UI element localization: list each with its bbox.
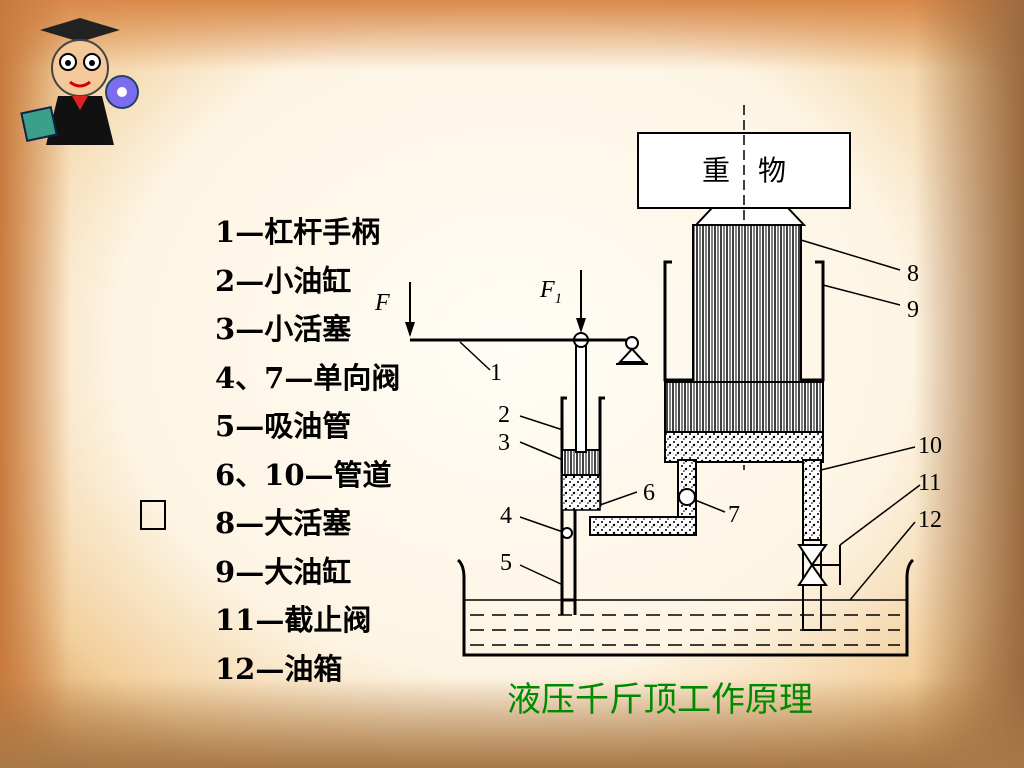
part-label: 4 [500,503,512,529]
part-label: 12 [918,507,942,533]
check-valve-7 [678,488,696,506]
oil-tank [456,558,915,657]
part-label: 9 [907,297,919,323]
legend-item: 6、10—管道 [215,457,392,492]
background-top-decoration [0,0,1024,70]
small-piston [561,449,601,476]
check-valve-4 [561,527,573,539]
background-right-decoration [914,0,1024,768]
legend-item: 8—大活塞 [215,506,352,540]
force-label-f: F [374,290,390,316]
legend-item: 4、7—单向阀 [215,360,401,395]
part-label: 10 [918,433,942,459]
part-label: 3 [498,430,510,456]
background-bottom-decoration [0,678,1024,768]
legend-item: 5—吸油管 [215,409,352,443]
legend-item: 12—油箱 [215,651,343,686]
part-label: 5 [500,550,512,576]
legend-item: 3—小活塞 [215,312,352,346]
bullet-box [140,500,166,530]
part-label: 8 [907,261,919,287]
part-label: 1 [490,360,502,386]
legend-item: 2—小油缸 [215,263,352,298]
teacher-mascot-icon [20,18,139,145]
large-piston [692,224,802,383]
legend-item: 9—大油缸 [215,554,352,589]
legend-item: 11—截止阀 [215,603,372,637]
part-label: 2 [498,402,510,428]
legend-item: 1—杠杆手柄 [215,215,381,249]
part-label: 7 [728,502,740,528]
part-label: 6 [643,480,655,506]
part-label: 11 [918,470,941,496]
pipe-6 [589,516,697,536]
parts-legend: 1—杠杆手柄 2—小油缸 3—小活塞 4、7—单向阀 5—吸油管 6、10—管道… [215,208,400,693]
force-label-f1: F1 [539,277,562,307]
diagram-caption: 液压千斤顶工作原理 [507,680,813,720]
